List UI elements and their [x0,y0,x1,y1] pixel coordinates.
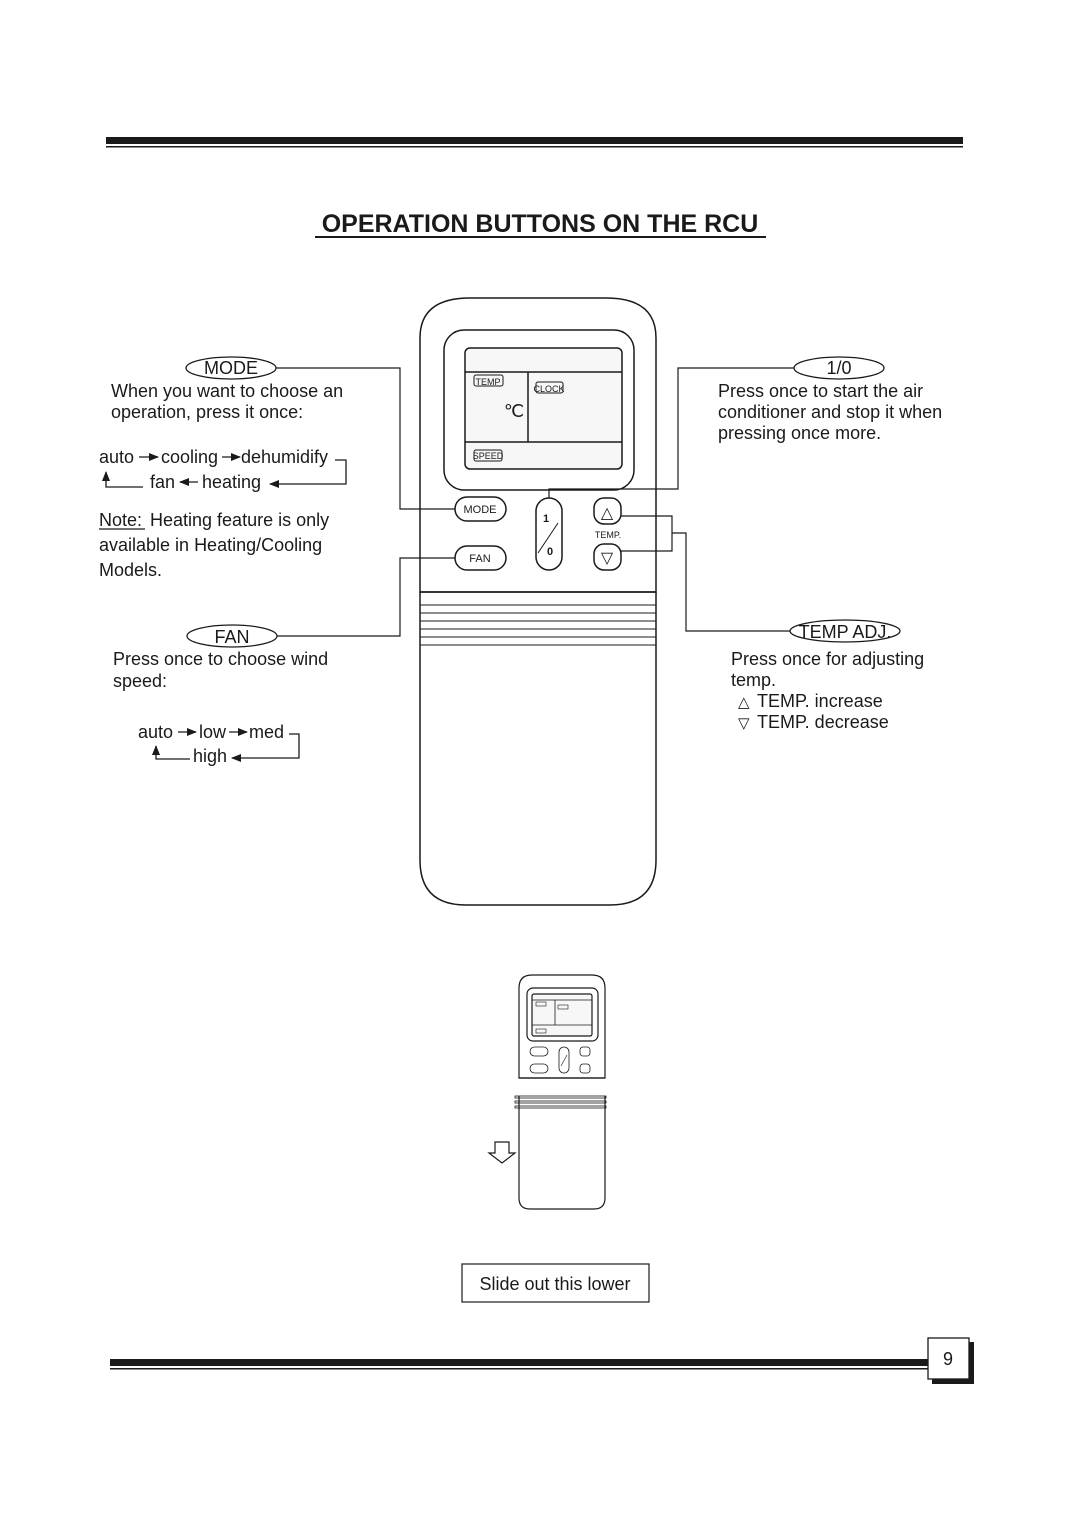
display-speed-label: SPEED [473,451,504,461]
mode-seq-heating: heating [202,472,261,492]
fan-label: FAN [214,627,249,647]
top-rule [106,137,963,148]
temp-increase-icon: △ [738,694,750,711]
temp-down-button[interactable]: ▽ [601,550,614,567]
mode-seq-auto: auto [99,447,134,467]
power-desc-line-3: pressing once more. [718,423,881,443]
fan-seq-low: low [199,722,227,742]
fan-seq-med: med [249,722,284,742]
fan-button[interactable]: FAN [469,553,490,565]
mode-note-label: Note: [99,510,142,530]
fan-desc-line-2: speed: [113,671,167,691]
mode-seq-dehumidify: dehumidify [241,447,328,467]
temp-adj-label: TEMP ADJ. [799,622,892,642]
slide-note-text: Slide out this lower [479,1274,630,1294]
mode-note-line-3: Models. [99,560,162,580]
mode-note-line-2: available in Heating/Cooling [99,535,322,555]
page-number-box [927,1337,970,1380]
temp-adj-callout: TEMP ADJ. Press once for adjusting temp.… [621,515,924,732]
slide-note-box [461,1263,650,1303]
fan-desc-line-1: Press once to choose wind [113,649,328,669]
remote-control [419,297,657,906]
temp-decrease-icon: ▽ [738,715,750,732]
power-on-mark[interactable]: 1 [543,513,549,525]
display-clock-label: CLOCK [533,384,564,394]
mode-label: MODE [204,358,258,378]
power-callout: 1/0 Press once to start the air conditio… [548,356,942,498]
mode-note-line-1: Heating feature is only [150,510,329,530]
temp-up-button[interactable]: △ [601,505,614,522]
mode-seq-fan: fan [150,472,175,492]
fan-callout: FAN Press once to choose wind speed: aut… [113,557,455,766]
mode-seq-cooling: cooling [161,447,218,467]
mode-desc-line-2: operation, press it once: [111,402,303,422]
mode-callout: MODE When you want to choose an operatio… [99,356,455,580]
mode-desc-line-1: When you want to choose an [111,381,343,401]
temp-decrease-text: TEMP. decrease [757,712,889,732]
temp-increase-text: TEMP. increase [757,691,883,711]
power-desc-line-2: conditioner and stop it when [718,402,942,422]
temp-adj-desc-line-2: temp. [731,670,776,690]
mode-button[interactable]: MODE [464,504,497,516]
page-number: 9 [943,1349,953,1369]
temp-adj-desc-line-1: Press once for adjusting [731,649,924,669]
small-remote-illustration [514,974,607,1210]
power-label: 1/0 [826,358,851,378]
temp-button-label: TEMP. [595,530,621,540]
display-celsius: ℃ [504,401,524,421]
power-off-mark[interactable]: 0 [547,546,553,558]
fan-seq-auto: auto [138,722,173,742]
slide-down-arrow-icon [487,1141,517,1164]
display-temp-label: TEMP [475,377,500,387]
page-title: OPERATION BUTTONS ON THE RCU [322,210,759,238]
power-desc-line-1: Press once to start the air [718,381,923,401]
bottom-rule [110,1359,928,1370]
fan-seq-high: high [193,746,227,766]
